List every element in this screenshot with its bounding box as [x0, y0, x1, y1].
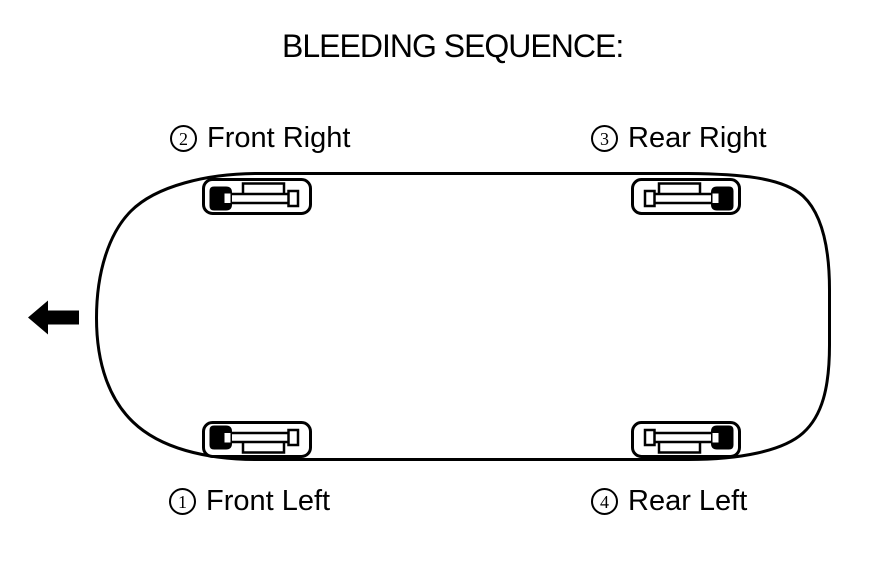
circled-number-1: 1 [169, 488, 196, 515]
label-rear-left-text: Rear Left [628, 485, 748, 517]
wheel-front-right-icon [202, 178, 312, 215]
wheel-front-left-icon [202, 421, 312, 458]
wheel-rear-left-icon [631, 421, 741, 458]
label-front-right: 2 Front Right [170, 124, 350, 153]
circled-number-4: 4 [591, 488, 618, 515]
circled-number-2: 2 [170, 125, 197, 152]
car-body-outline [94, 172, 831, 461]
label-front-right-text: Front Right [207, 122, 351, 154]
label-front-left-text: Front Left [206, 485, 331, 517]
label-rear-right: 3 Rear Right [591, 124, 767, 153]
label-front-left: 1 Front Left [169, 487, 330, 516]
front-direction-arrow-icon [28, 300, 79, 335]
label-rear-left: 4 Rear Left [591, 487, 747, 516]
circled-number-3: 3 [591, 125, 618, 152]
wheel-rear-right-icon [631, 178, 741, 215]
label-rear-right-text: Rear Right [628, 122, 767, 154]
page-title: BLEEDING SEQUENCE: [282, 28, 624, 64]
